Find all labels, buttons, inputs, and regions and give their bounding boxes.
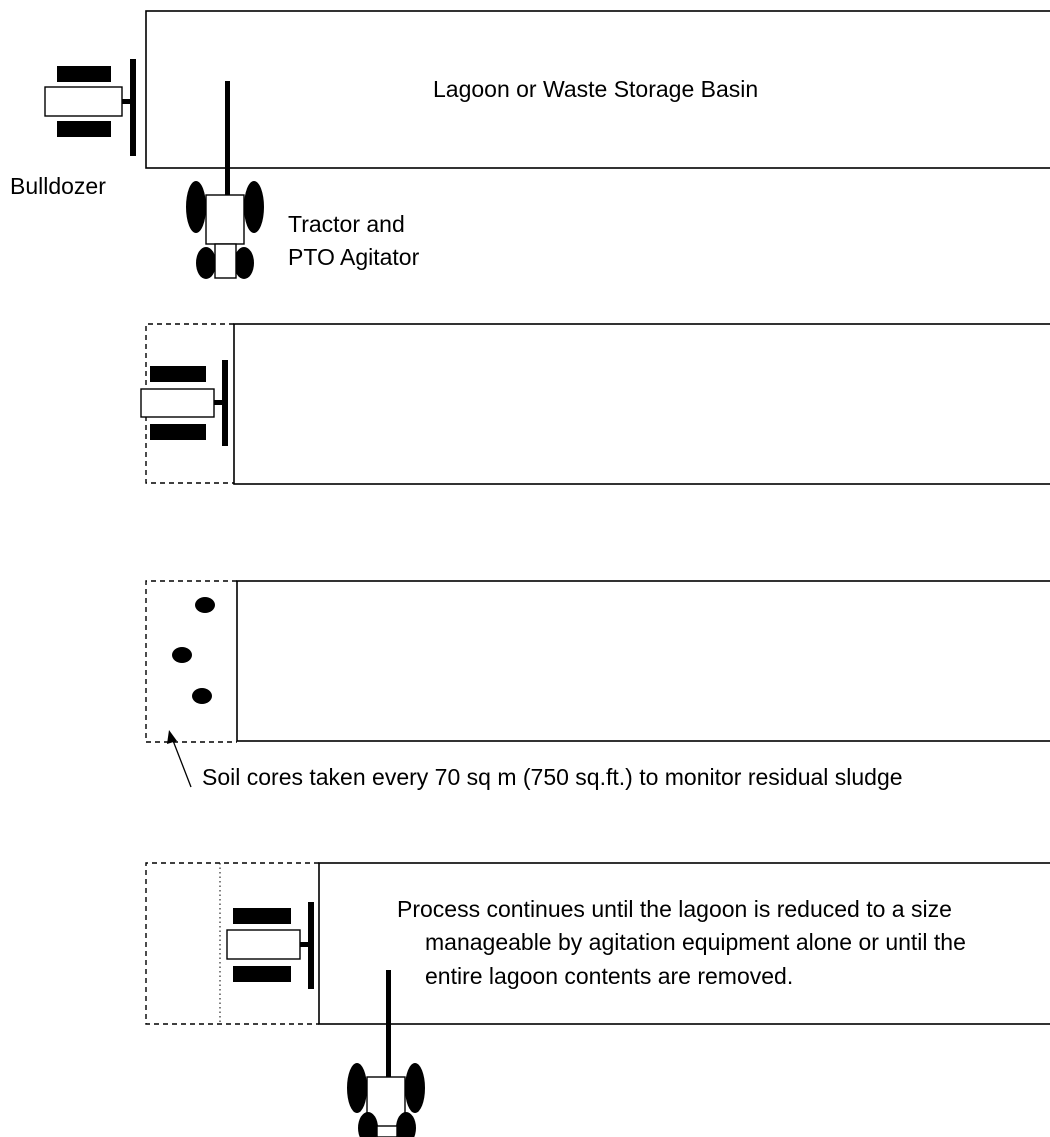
lagoon-basin-reduced	[236, 580, 1050, 742]
process-text-line2: manageable by agitation equipment alone …	[425, 929, 966, 955]
tractor-label-line2: PTO Agitator	[288, 244, 420, 270]
soil-core-marker	[192, 688, 212, 704]
excavated-area-outline	[145, 862, 319, 1025]
lagoon-basin-reduced	[233, 323, 1050, 485]
tractor-agitator-icon	[347, 970, 425, 1137]
excavated-area-outline	[145, 323, 234, 484]
stage-3-panel: Soil cores taken every 70 sq m (750 sq.f…	[145, 580, 1050, 790]
bulldozer-icon	[140, 360, 228, 446]
excavated-area-outline	[145, 580, 237, 743]
stage-1-panel: Lagoon or Waste Storage Basin Bulldozer …	[10, 10, 1050, 279]
lagoon-basin	[145, 10, 1050, 169]
tractor-label-line1: Tractor and	[288, 211, 405, 237]
soil-core-marker	[195, 597, 215, 613]
basin-title: Lagoon or Waste Storage Basin	[433, 76, 758, 102]
bulldozer-icon	[226, 902, 314, 989]
bulldozer-label: Bulldozer	[10, 173, 106, 199]
soil-core-marker	[172, 647, 192, 663]
stage-4-panel: Process continues until the lagoon is re…	[145, 862, 1050, 1137]
bulldozer-icon	[44, 59, 136, 156]
pointer-arrow	[167, 730, 192, 788]
soil-cores-label: Soil cores taken every 70 sq m (750 sq.f…	[202, 764, 903, 790]
process-text-line3: entire lagoon contents are removed.	[425, 963, 793, 989]
lagoon-basin-reduced	[318, 862, 1050, 1025]
process-text-line1: Process continues until the lagoon is re…	[397, 896, 952, 922]
stage-2-panel	[140, 323, 1050, 485]
tractor-agitator-icon	[186, 81, 264, 279]
